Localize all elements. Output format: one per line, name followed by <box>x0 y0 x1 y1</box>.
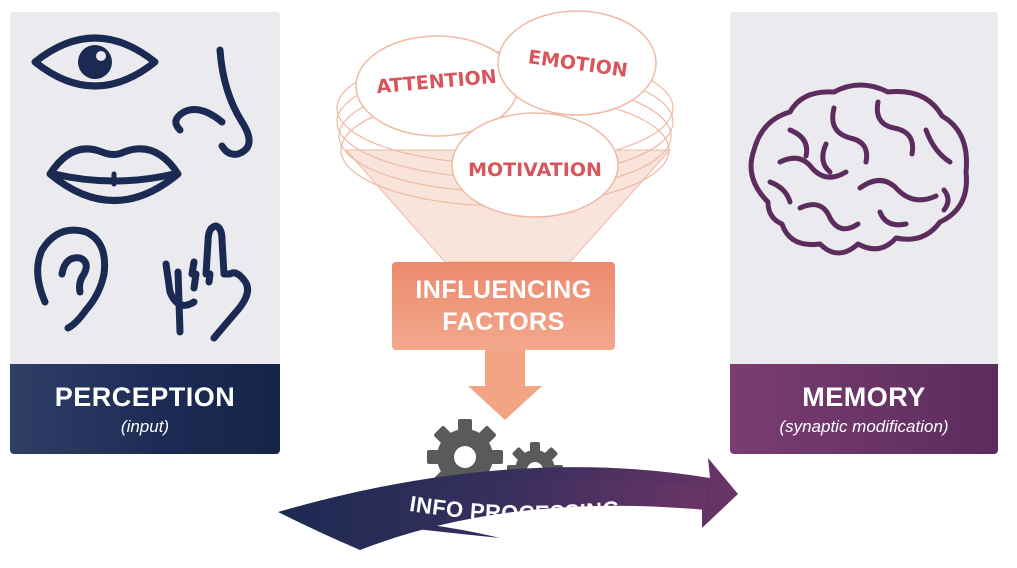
perception-panel: PERCEPTION (input) <box>10 12 280 454</box>
processing-arrow-head <box>278 458 738 538</box>
perception-label-band: PERCEPTION (input) <box>10 364 280 454</box>
eye-icon <box>31 34 159 90</box>
ear-icon <box>34 226 109 332</box>
mouth-icon <box>46 145 182 204</box>
brain-icon <box>748 82 969 256</box>
influencing-factors-box: INFLUENCING FACTORS <box>392 262 615 350</box>
nose-icon <box>172 46 253 158</box>
senses-icons <box>31 34 253 342</box>
influencing-line1: INFLUENCING <box>415 276 592 304</box>
hand-icon <box>162 222 252 342</box>
motivation-ellipse <box>451 112 619 218</box>
emotion-ellipse <box>497 10 657 116</box>
factor-emotion: EMOTION <box>497 10 657 116</box>
factor-attention: ATTENTION <box>355 35 519 137</box>
memory-title: MEMORY <box>802 381 926 412</box>
memory-panel: MEMORY (synaptic modification) <box>730 12 998 454</box>
down-arrow <box>468 348 542 420</box>
processing-arrow-body <box>278 478 706 550</box>
motivation-label: MOTIVATION <box>468 159 602 181</box>
memory-label-band: MEMORY (synaptic modification) <box>730 364 998 454</box>
factor-motivation: MOTIVATION <box>451 112 619 218</box>
memory-subtitle: (synaptic modification) <box>779 416 949 436</box>
influencing-line2: FACTORS <box>442 308 565 336</box>
perception-title: PERCEPTION <box>54 381 236 412</box>
perception-subtitle: (input) <box>120 416 170 436</box>
